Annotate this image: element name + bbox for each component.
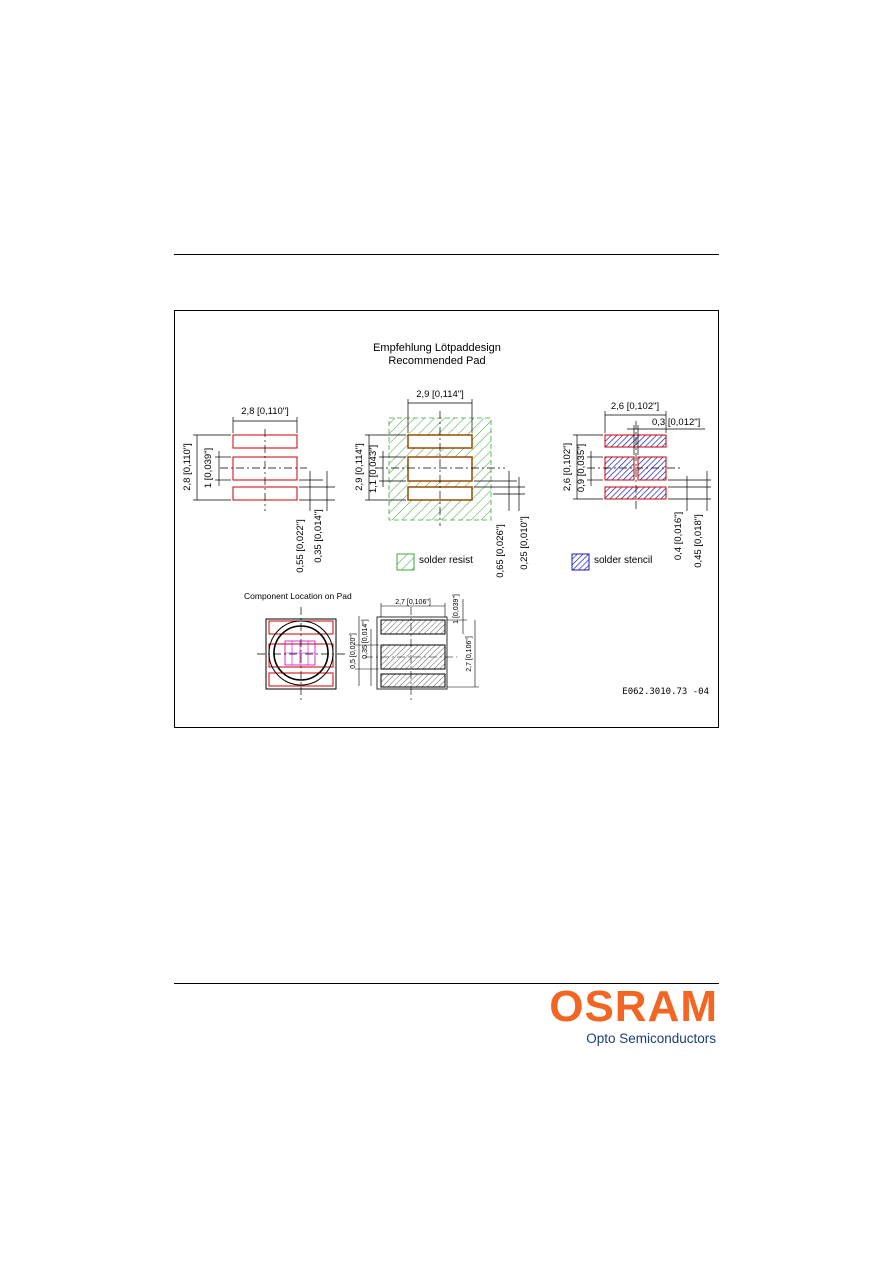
title-en: Recommended Pad [388, 355, 485, 367]
left-gap1-dim: 0,55 [0,022"] [295, 519, 306, 573]
top-rule [174, 254, 719, 255]
component-gap-b-dim: 0,5 [0,020"] [350, 633, 357, 669]
solder-resist-swatch [396, 553, 415, 571]
center-pad-layout [365, 399, 525, 526]
center-gap1-dim: 0,65 [0,026"] [495, 524, 506, 578]
brand-subtitle: Opto Semiconductors [586, 1031, 716, 1046]
solder-stencil-swatch [571, 553, 590, 571]
solder-stencil-label: solder stencil [594, 555, 652, 566]
left-height-dim: 2,8 [0,110"] [182, 443, 193, 491]
center-gap2-dim: 0,25 [0,010"] [519, 516, 530, 570]
drawing-frame: Empfehlung Lötpaddesign Recommended Pad [174, 310, 719, 728]
solder-pad-drawing: Empfehlung Lötpaddesign Recommended Pad [182, 342, 711, 703]
component-top-dim: 1 [0,039"] [453, 594, 460, 624]
component-gap-a-dim: 0,35 [0,014"] [362, 619, 369, 659]
right-pad-layout [573, 411, 711, 511]
right-mid-dim: 0,9 [0,035"] [576, 444, 587, 492]
right-height-dim: 2,6 [0,102"] [562, 443, 573, 491]
center-mid-dim: 1,1 [0,043"] [368, 445, 379, 493]
bottom-rule [174, 983, 719, 984]
brand-block: OSRAM Opto Semiconductors [549, 985, 720, 1050]
right-gap2-dim: 0,45 [0,018"] [693, 514, 704, 568]
component-footprint-detail [355, 599, 479, 703]
stencil-middle-right [637, 456, 667, 481]
solder-resist-label: solder resist [419, 555, 473, 566]
stencil-middle-left [604, 456, 635, 481]
left-gap2-dim: 0,35 [0,014"] [313, 509, 324, 563]
stencil-bottom [604, 486, 667, 500]
right-width-dim: 2,6 [0,102"] [611, 401, 659, 412]
center-width-dim: 2,9 [0,114"] [416, 389, 464, 400]
component-location [257, 607, 345, 701]
left-mid-dim: 1 [0,039"] [203, 448, 214, 488]
brand-logo: OSRAM [549, 982, 718, 1031]
center-height-dim: 2,9 [0,114"] [354, 443, 365, 491]
component-caption: Component Location on Pad [244, 591, 352, 601]
component-width-dim: 2,7 [0,106"] [395, 599, 431, 606]
stencil-top [604, 434, 667, 448]
title-de: Empfehlung Lötpaddesign [373, 342, 501, 354]
left-width-dim: 2,8 [0,110"] [241, 406, 289, 417]
left-pad-layout [193, 417, 335, 511]
right-slot-dim: 0,3 [0,012"] [652, 417, 700, 428]
drawing-code: E062.3010.73 -04 [622, 687, 709, 697]
component-height-dim: 2,7 [0,106"] [466, 636, 473, 672]
right-gap1-dim: 0,4 [0,016"] [673, 512, 684, 560]
